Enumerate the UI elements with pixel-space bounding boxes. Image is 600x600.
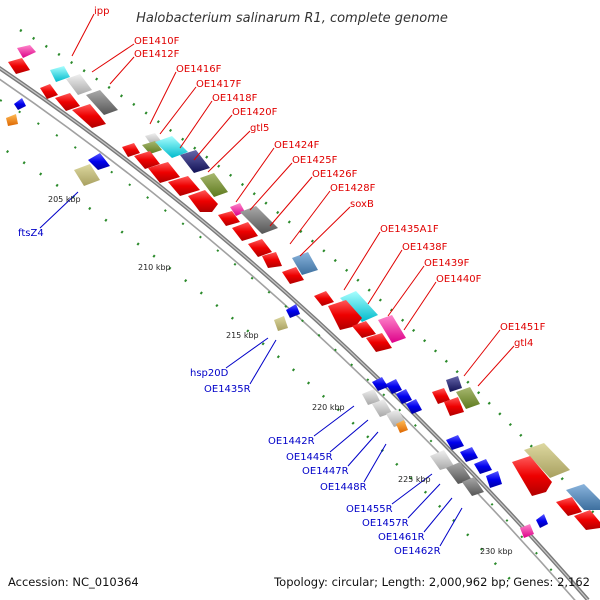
gene-label[interactable]: OE1440F [436,274,482,285]
forward-label-leaders [71,13,515,387]
kbp-scale-labels: 205 kbp 210 kbp 215 kbp 220 kbp 225 kbp … [48,195,513,556]
gene-label[interactable]: OE1410F [134,36,180,47]
gene-label[interactable]: OE1420F [232,107,278,118]
gene-label[interactable]: ftsZ4 [18,228,44,239]
gene-label[interactable]: OE1447R [302,466,349,477]
kbp-label: 220 kbp [312,403,345,412]
tick-ring-inner [0,145,521,591]
gene-label[interactable]: soxB [350,199,374,210]
reverse-gene-labels: ftsZ4 hsp20D OE1435R OE1442R OE1445R OE1… [18,228,441,557]
gene-label[interactable]: OE1424F [274,140,320,151]
gene-label[interactable]: OE1455R [346,504,393,515]
map-title: Halobacterium salinarum R1, complete gen… [136,11,448,26]
genome-backbone [0,66,590,600]
gene-label[interactable]: OE1425F [292,155,338,166]
kbp-label: 230 kbp [480,547,513,556]
gene-label[interactable]: OE1445R [286,452,333,463]
gene-label[interactable]: OE1451F [500,322,546,333]
gene-label[interactable]: ipp [94,6,109,17]
gene-label[interactable]: OE1412F [134,49,180,60]
gene-label[interactable]: OE1435A1F [380,224,439,235]
gene-label[interactable]: OE1448R [320,482,367,493]
gene-label[interactable]: OE1457R [362,518,409,529]
genome-summary-text: Topology: circular; Length: 2,000,962 bp… [273,575,590,589]
gene-label[interactable]: OE1417F [196,79,242,90]
gene-label[interactable]: gtl4 [514,338,533,349]
gene-label[interactable]: OE1438F [402,242,448,253]
gene-label[interactable]: hsp20D [190,368,229,379]
gene-label[interactable]: OE1426F [312,169,358,180]
gene-label[interactable]: gtl5 [250,123,269,134]
forward-gene-features [8,45,600,538]
kbp-label: 215 kbp [226,331,259,340]
accession-text: Accession: NC_010364 [8,575,139,589]
gene-label[interactable]: OE1461R [378,532,425,543]
kbp-label: 205 kbp [48,195,81,204]
gene-label[interactable]: OE1428F [330,183,376,194]
gene-label[interactable]: OE1442R [268,436,315,447]
kbp-label: 210 kbp [138,263,171,272]
reverse-gene-features [6,98,548,528]
gene-label[interactable]: OE1416F [176,64,222,75]
gene-label[interactable]: OE1418F [212,93,258,104]
gene-label[interactable]: OE1462R [394,546,441,557]
reverse-label-leaders [39,191,463,547]
kbp-label: 225 kbp [398,475,431,484]
forward-gene-labels: ipp OE1410F OE1412F OE1416F OE1417F OE14… [94,6,546,349]
gene-label[interactable]: OE1435R [204,384,251,395]
gene-label[interactable]: OE1439F [424,258,470,269]
